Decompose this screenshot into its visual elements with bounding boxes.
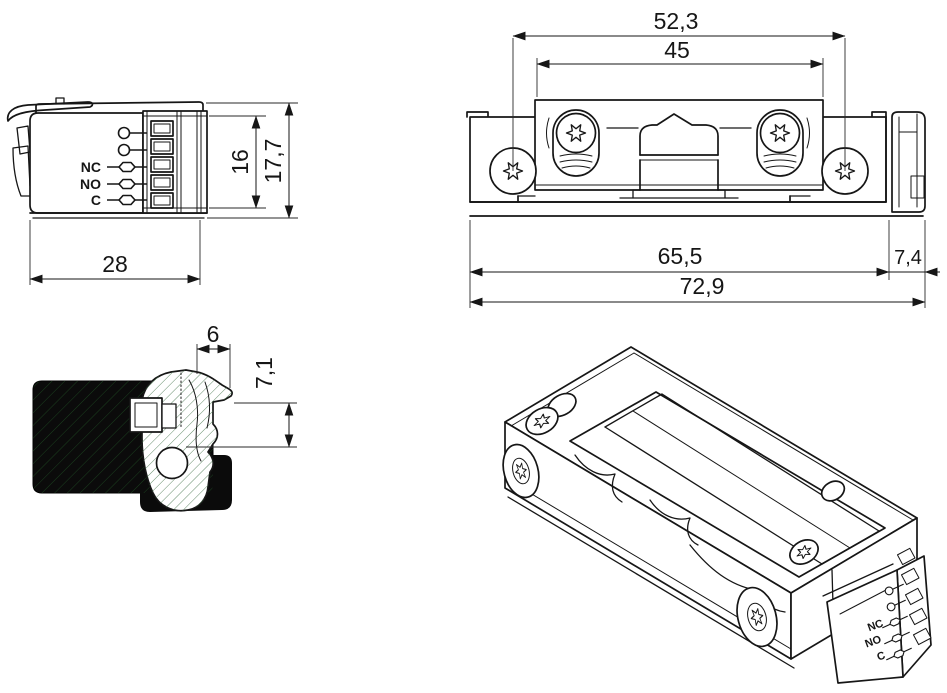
front-view-dimensions: 52,3 45 65,5 7,4 72,9 bbox=[469, 8, 940, 308]
dim-connector-depth: 7,4 bbox=[894, 247, 922, 269]
dim-lip-width: 6 bbox=[207, 321, 220, 347]
terminal-label-no: NO bbox=[80, 176, 101, 192]
front-view: 52,3 45 65,5 7,4 72,9 bbox=[466, 8, 940, 308]
iso-connector-block bbox=[822, 547, 932, 684]
terminal-label-nc: NC bbox=[81, 159, 101, 175]
dim-body-width: 28 bbox=[102, 251, 128, 277]
iso-body bbox=[504, 346, 918, 669]
isometric-view: NC NO C bbox=[502, 346, 932, 684]
dim-hole-spacing: 52,3 bbox=[654, 8, 699, 34]
iso-terminal-label-no: NO bbox=[863, 633, 883, 650]
side-view: NC NO C 28 16 17,7 bbox=[6, 97, 298, 285]
section-strike-profile bbox=[129, 369, 233, 512]
iso-terminal-label-c: C bbox=[875, 650, 887, 664]
iso-top-left-screw bbox=[525, 392, 577, 436]
section-view: 6 7,1 bbox=[32, 321, 297, 512]
side-view-dimensions: 28 16 17,7 bbox=[29, 102, 298, 285]
iso-top-right-hole bbox=[789, 480, 846, 565]
latch-keeper bbox=[606, 113, 752, 199]
terminal-squares bbox=[150, 120, 174, 209]
left-screw bbox=[546, 109, 600, 177]
section-view-dimensions: 6 7,1 bbox=[186, 321, 297, 448]
dim-body-height: 16 bbox=[227, 149, 253, 175]
dim-faceplate-width: 45 bbox=[664, 37, 690, 63]
dim-lip-height: 7,1 bbox=[251, 357, 277, 389]
right-screw bbox=[756, 109, 810, 177]
terminal-label-c: C bbox=[91, 192, 101, 208]
dim-body-length: 65,5 bbox=[658, 243, 703, 269]
iso-terminal-label-nc: NC bbox=[866, 618, 885, 635]
dim-total-height: 17,7 bbox=[260, 139, 286, 184]
dim-total-length: 72,9 bbox=[680, 273, 725, 299]
